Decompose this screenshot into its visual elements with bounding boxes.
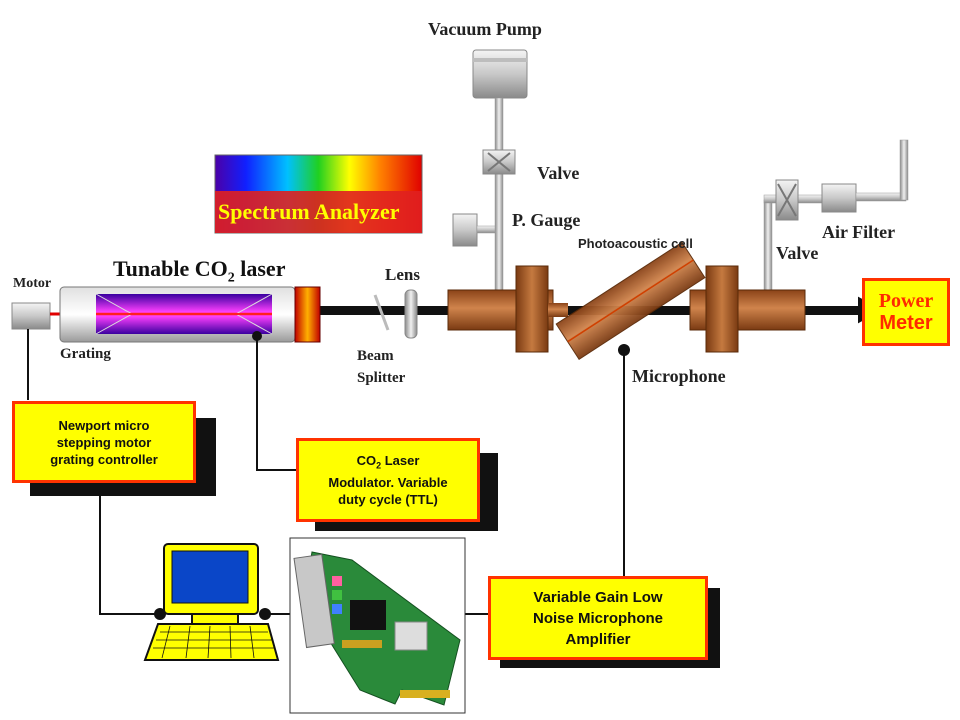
cell-flange-right <box>705 265 739 353</box>
spectrum-analyzer-label: Spectrum Analyzer <box>218 199 400 224</box>
motor-label: Motor <box>13 276 52 291</box>
vacuum-pump-label: Vacuum Pump <box>428 19 542 39</box>
output-coupler <box>294 286 321 343</box>
wiring <box>27 329 625 615</box>
modulator-line-3: duty cycle (TTL) <box>338 492 438 508</box>
air-filter <box>821 183 857 213</box>
laser-modulator-box: CO2 Laser Modulator. Variable duty cycle… <box>296 438 480 522</box>
beam-splitter <box>373 294 390 331</box>
air-filter-label: Air Filter <box>822 222 896 242</box>
valve-top-label: Valve <box>537 163 580 183</box>
amplifier-box: Variable Gain Low Noise Microphone Ampli… <box>488 576 708 660</box>
newport-controller-box: Newport micro stepping motor grating con… <box>12 401 196 483</box>
photoacoustic-cell-label: Photoacoustic cell <box>578 236 693 251</box>
motor <box>11 302 51 330</box>
computer-icon <box>143 543 280 661</box>
lens-label: Lens <box>385 265 420 284</box>
amplifier-line-2: Noise Microphone <box>532 609 663 627</box>
modulator-line-2: Modulator. Variable <box>328 475 448 491</box>
meter-label: Meter <box>879 312 933 334</box>
laser-title-subscript: 2 <box>227 270 235 286</box>
laser-title-suffix: laser <box>234 256 286 281</box>
valve-right-label: Valve <box>776 243 819 263</box>
modulator-co: CO <box>356 452 377 468</box>
laser-title-prefix: Tunable CO <box>113 256 228 281</box>
vacuum-pump <box>472 49 528 99</box>
amplifier-line-1: Variable Gain Low <box>533 588 663 606</box>
amplifier-line-3: Amplifier <box>565 630 631 648</box>
microphone-label: Microphone <box>632 366 726 386</box>
pressure-gauge-label: P. Gauge <box>512 210 581 230</box>
power-meter-box: Power Meter <box>862 278 950 346</box>
newport-line-3: grating controller <box>50 451 158 467</box>
newport-line-2: stepping motor <box>56 434 152 450</box>
pressure-gauge <box>452 213 478 247</box>
beam-splitter-label-1: Beam <box>357 348 394 364</box>
modulator-laser: Laser <box>381 452 420 468</box>
beam-splitter-label-2: Splitter <box>357 370 406 386</box>
cell-flange-left <box>515 265 549 353</box>
laser-title: Tunable CO2 laser <box>113 256 285 286</box>
newport-line-1: Newport micro <box>58 417 150 433</box>
lens <box>404 289 418 339</box>
power-label: Power <box>878 290 934 312</box>
modulator-sub: 2 <box>376 460 382 471</box>
sound-card-image <box>289 537 466 714</box>
modulator-line-1: CO2 Laser <box>357 452 420 475</box>
grating-label: Grating <box>60 346 111 362</box>
